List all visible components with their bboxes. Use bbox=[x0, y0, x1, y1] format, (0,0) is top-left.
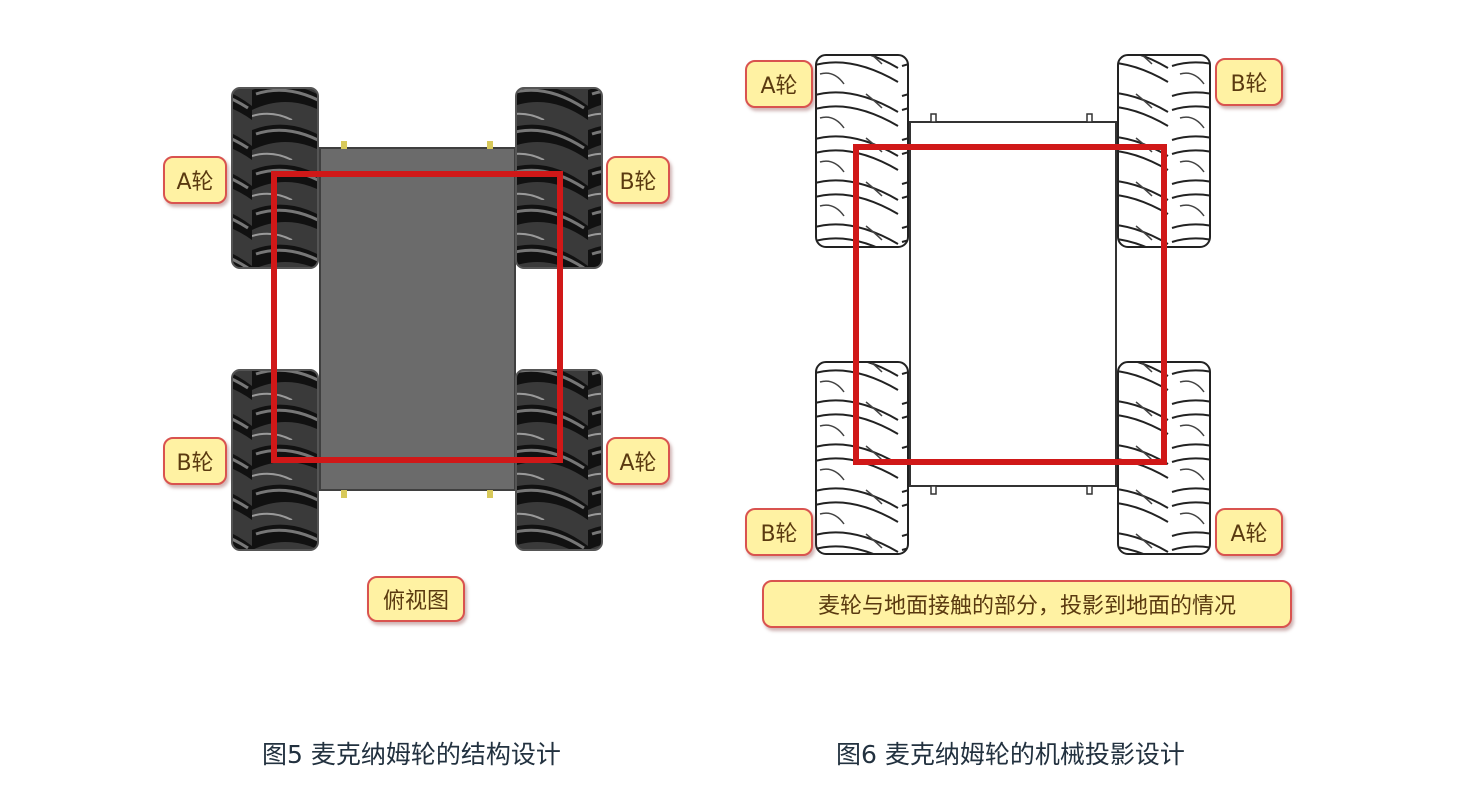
fig6-caption: 图6 麦克纳姆轮的机械投影设计 bbox=[836, 740, 1185, 769]
fig5-contact-outline bbox=[271, 171, 563, 463]
fig6-chassis bbox=[909, 121, 1117, 487]
fig5-caption: 图5 麦克纳姆轮的结构设计 bbox=[262, 740, 561, 769]
fig6-contact-outline bbox=[853, 144, 1167, 465]
fig6-tag-bottom-right: A轮 bbox=[1215, 508, 1283, 556]
fig6-tag-top-left: A轮 bbox=[745, 60, 813, 108]
fig5-chassis bbox=[319, 147, 516, 491]
fig6-tag-top-right: B轮 bbox=[1215, 58, 1283, 106]
fig6-tag-bottom-left: B轮 bbox=[745, 508, 813, 556]
fig6-note: 麦轮与地面接触的部分，投影到地面的情况 bbox=[762, 580, 1292, 628]
fig6-drawing bbox=[815, 54, 1211, 555]
fig5-view-label: 俯视图 bbox=[367, 576, 465, 622]
fig5-tag-top-right: B轮 bbox=[606, 156, 670, 204]
fig5-tag-top-left: A轮 bbox=[163, 156, 227, 204]
fig6-wheel-top-left bbox=[815, 54, 909, 248]
fig5-tag-bottom-left: B轮 bbox=[163, 437, 227, 485]
fig5-tag-bottom-right: A轮 bbox=[606, 437, 670, 485]
fig5-drawing bbox=[231, 87, 603, 551]
fig6-wheel-bottom-left bbox=[815, 361, 909, 555]
